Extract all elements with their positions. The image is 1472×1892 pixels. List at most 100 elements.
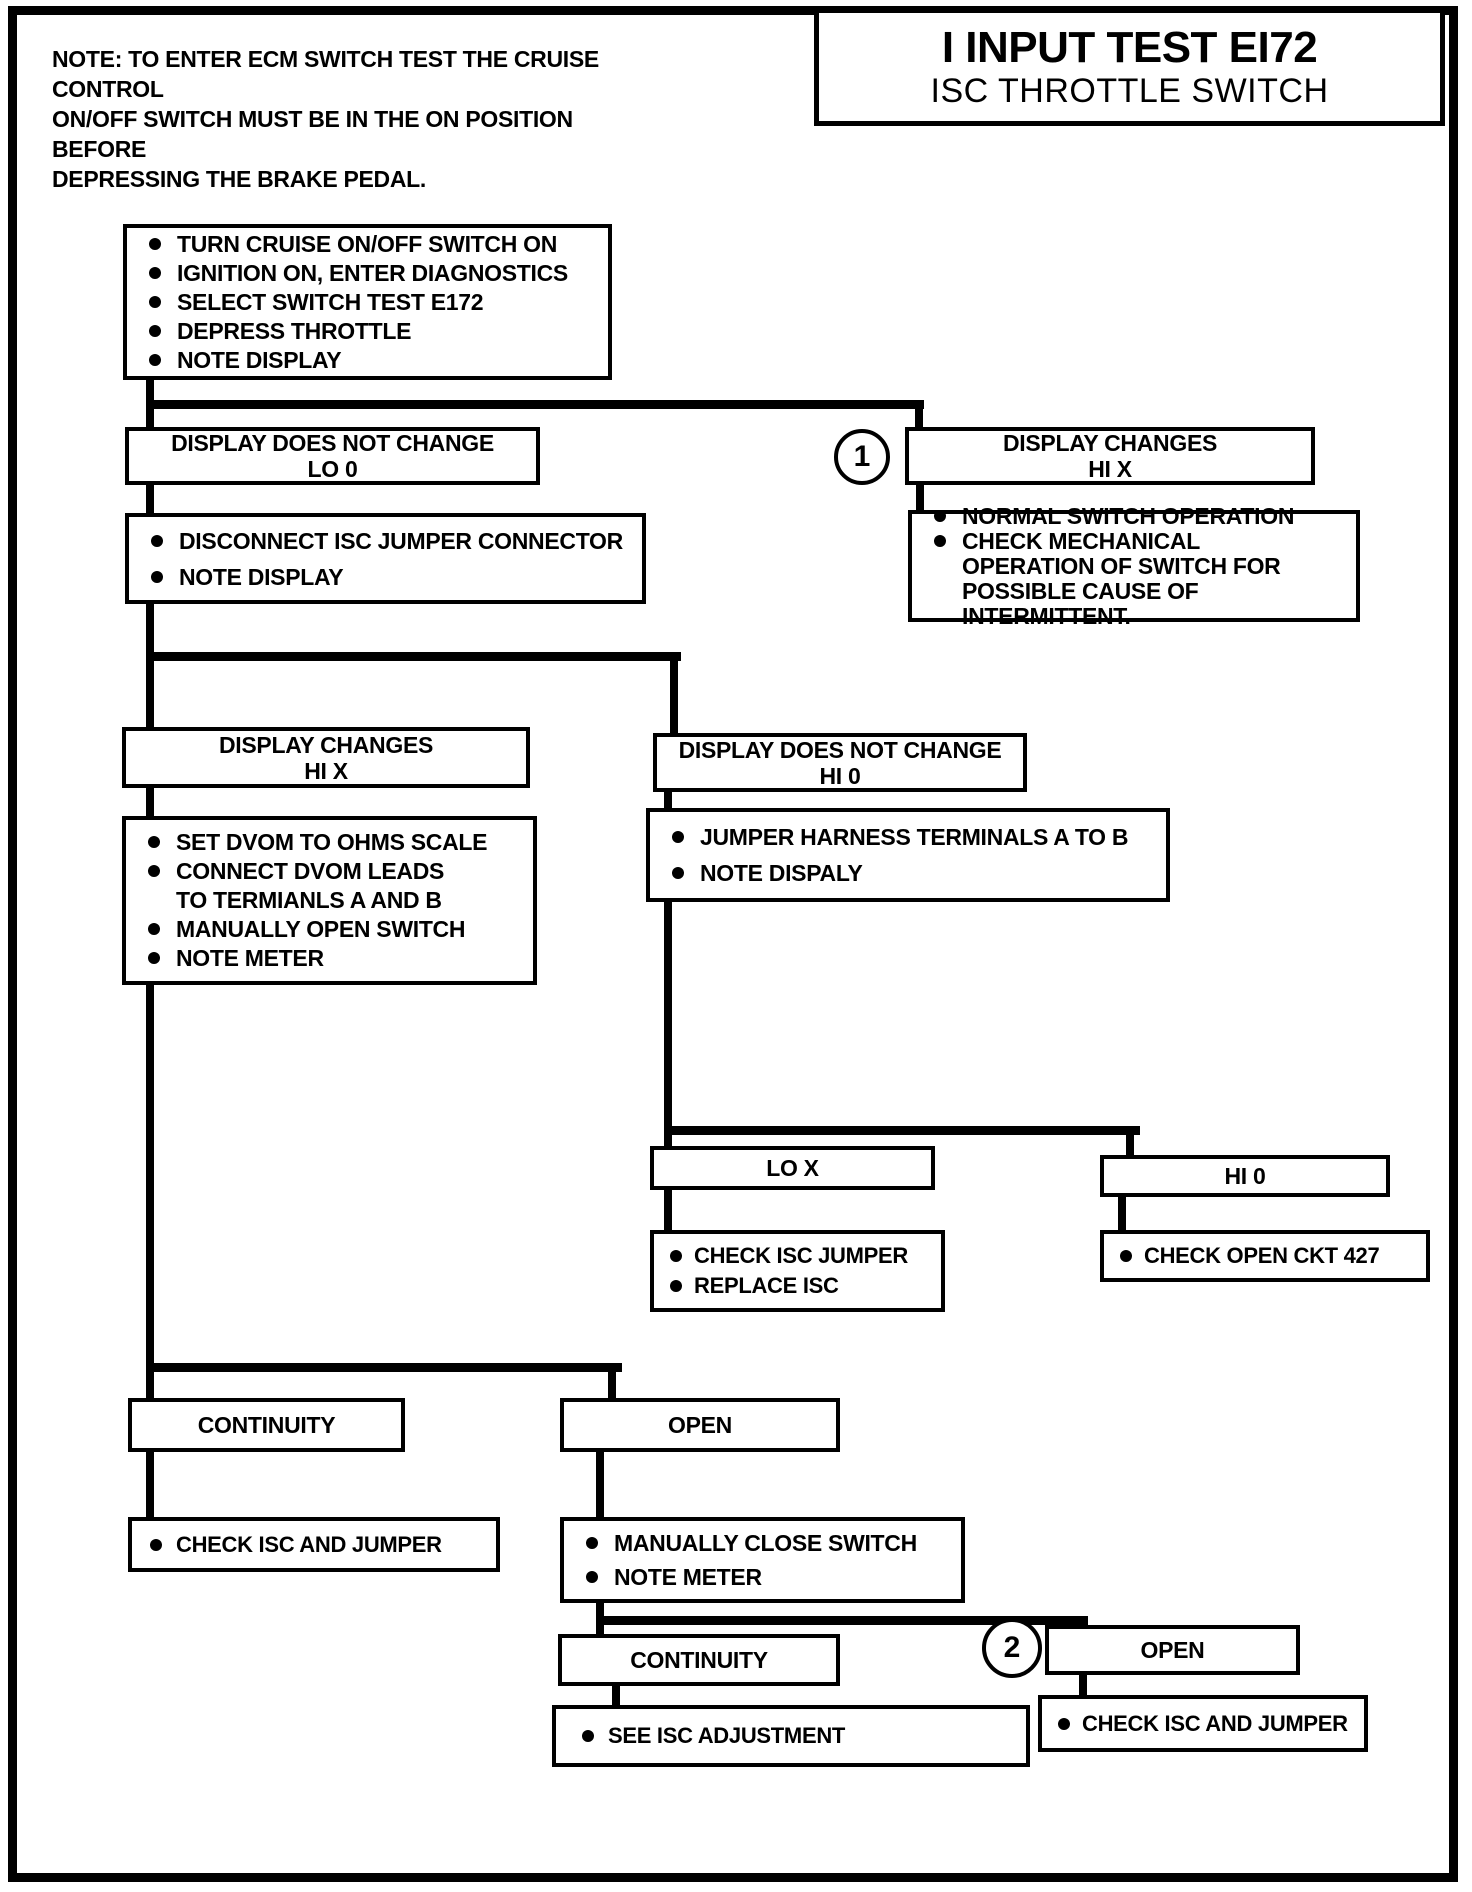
bullet-icon	[1058, 1717, 1070, 1730]
bullet-icon	[586, 1571, 598, 1583]
flow-box-display-changes-hix-1: DISPLAY CHANGES HI X	[905, 427, 1315, 485]
flow-step: CHECK ISC JUMPER	[668, 1241, 927, 1271]
result-label: DISPLAY CHANGES	[218, 731, 434, 758]
flow-box-check-open-ckt: CHECK OPEN CKT 427	[1100, 1230, 1430, 1282]
bullet-icon	[934, 509, 946, 522]
flow-box-lo-x: LO X	[650, 1146, 935, 1190]
connector-vline	[915, 400, 923, 431]
bullet-icon	[148, 836, 160, 848]
flow-step-text: REPLACE ISC	[694, 1273, 839, 1298]
flow-step-text: CONNECT DVOM LEADS TO TERMIANLS A AND B	[176, 858, 445, 913]
bullet-icon	[582, 1730, 594, 1742]
flow-step-text: JUMPER HARNESS TERMINALS A TO B	[700, 824, 1129, 850]
bullet-icon	[148, 865, 160, 877]
connector-hline	[146, 652, 681, 661]
flow-step: DEPRESS THROTTLE	[141, 317, 594, 346]
flow-step: MANUALLY CLOSE SWITCH	[578, 1526, 947, 1560]
page-border	[8, 6, 1458, 1882]
bullet-icon	[148, 952, 160, 964]
bullet-icon	[670, 1280, 682, 1292]
flow-step-text: NOTE DISPALY	[700, 860, 863, 886]
bullet-icon	[934, 534, 946, 547]
flow-step: NOTE METER	[140, 944, 519, 973]
flow-step: CHECK ISC AND JUMPER	[1056, 1711, 1350, 1737]
flow-step: CHECK MECHANICAL OPERATION OF SWITCH FOR…	[926, 527, 1342, 629]
flow-step: IGNITION ON, ENTER DIAGNOSTICS	[141, 259, 594, 288]
flow-box-display-no-change-lo0: DISPLAY DOES NOT CHANGE LO 0	[125, 427, 540, 485]
connector-vline	[146, 600, 154, 731]
connector-vline	[664, 898, 672, 1150]
flow-step: NOTE DISPLAY	[143, 559, 628, 595]
flow-step-text: MANUALLY CLOSE SWITCH	[614, 1530, 917, 1556]
flow-box-hi-0: HI 0	[1100, 1155, 1390, 1197]
bullet-icon	[151, 570, 163, 583]
flow-box-open-1: OPEN	[560, 1398, 840, 1452]
connector-hline	[596, 1616, 1088, 1625]
flow-step-text: NOTE METER	[614, 1564, 762, 1590]
flow-step-text: CHECK OPEN CKT 427	[1144, 1243, 1380, 1268]
flow-box-jumper-harness: JUMPER HARNESS TERMINALS A TO B NOTE DIS…	[646, 808, 1170, 902]
title-box: I INPUT TEST EI72 ISC THROTTLE SWITCH	[814, 8, 1445, 126]
result-value: CONTINUITY	[630, 1647, 768, 1673]
flow-step: NOTE DISPALY	[664, 855, 1152, 891]
flow-step-text: NORMAL SWITCH OPERATION	[962, 502, 1295, 529]
bullet-icon	[149, 237, 161, 250]
flow-step: NORMAL SWITCH OPERATION	[926, 502, 1342, 529]
flow-step: NOTE DISPLAY	[141, 346, 594, 375]
connector-hline	[146, 400, 924, 409]
flow-step: MANUALLY OPEN SWITCH	[140, 915, 519, 944]
connector-vline	[146, 983, 154, 1402]
note-text: NOTE: TO ENTER ECM SWITCH TEST THE CRUIS…	[52, 44, 672, 194]
bullet-icon	[586, 1537, 598, 1549]
flow-box-display-no-change-hi0: DISPLAY DOES NOT CHANGE HI 0	[653, 733, 1027, 792]
flow-box-normal-operation: NORMAL SWITCH OPERATION CHECK MECHANICAL…	[908, 503, 1360, 628]
flow-step-text: SET DVOM TO OHMS SCALE	[176, 829, 488, 855]
flow-box-display-changes-hix-2: DISPLAY CHANGES HI X	[122, 727, 530, 788]
flow-step: REPLACE ISC	[668, 1271, 927, 1301]
connector-vline	[608, 1363, 616, 1402]
result-value: CONTINUITY	[197, 1412, 336, 1438]
connector-vline	[664, 1188, 672, 1232]
reference-number: 2	[1003, 1631, 1021, 1664]
flow-box-start: TURN CRUISE ON/OFF SWITCH ON IGNITION ON…	[123, 224, 612, 380]
flow-box-check-isc-and-jumper-2: CHECK ISC AND JUMPER	[1038, 1695, 1368, 1752]
flow-box-continuity-2: CONTINUITY	[558, 1634, 840, 1686]
flow-step: DISCONNECT ISC JUMPER CONNECTOR	[143, 523, 628, 559]
result-value: HI 0	[1224, 1163, 1266, 1189]
flow-step: TURN CRUISE ON/OFF SWITCH ON	[141, 230, 594, 259]
flow-box-check-isc-and-jumper-1: CHECK ISC AND JUMPER	[128, 1517, 500, 1572]
flow-box-continuity-1: CONTINUITY	[128, 1398, 405, 1452]
flow-step-text: TURN CRUISE ON/OFF SWITCH ON	[177, 230, 558, 257]
flow-box-open-2: OPEN	[1045, 1625, 1300, 1675]
flow-step-text: DISCONNECT ISC JUMPER CONNECTOR	[179, 527, 623, 554]
result-value: HI 0	[819, 762, 861, 789]
connector-vline	[146, 786, 154, 818]
connector-vline	[596, 1450, 604, 1519]
note-line: NOTE: TO ENTER ECM SWITCH TEST THE CRUIS…	[52, 46, 599, 102]
flow-step-text: CHECK ISC AND JUMPER	[176, 1531, 442, 1557]
result-value: LO X	[766, 1155, 819, 1181]
flow-step: JUMPER HARNESS TERMINALS A TO B	[664, 819, 1152, 855]
flow-step-text: CHECK ISC AND JUMPER	[1082, 1710, 1348, 1736]
connector-vline	[146, 1450, 154, 1519]
flow-box-check-isc-jumper: CHECK ISC JUMPER REPLACE ISC	[650, 1230, 945, 1312]
flow-step-text: CHECK ISC JUMPER	[694, 1243, 909, 1268]
flow-step-text: CHECK MECHANICAL OPERATION OF SWITCH FOR…	[962, 527, 1281, 629]
connector-vline	[916, 483, 924, 514]
connector-vline	[1126, 1126, 1134, 1159]
connector-vline	[670, 652, 678, 737]
connector-vline	[664, 790, 672, 810]
result-value: OPEN	[1140, 1637, 1205, 1663]
bullet-icon	[148, 923, 160, 935]
flow-step: SEE ISC ADJUSTMENT	[570, 1723, 1012, 1749]
result-value: HI X	[304, 757, 348, 784]
flow-step-text: MANUALLY OPEN SWITCH	[176, 916, 466, 942]
result-label: DISPLAY CHANGES	[1002, 430, 1218, 456]
connector-vline	[146, 483, 154, 515]
connector-vline	[1079, 1616, 1087, 1631]
bullet-icon	[672, 867, 684, 879]
flow-step: NOTE METER	[578, 1560, 947, 1594]
bullet-icon	[672, 831, 684, 843]
flow-step: CONNECT DVOM LEADS TO TERMIANLS A AND B	[140, 857, 519, 915]
